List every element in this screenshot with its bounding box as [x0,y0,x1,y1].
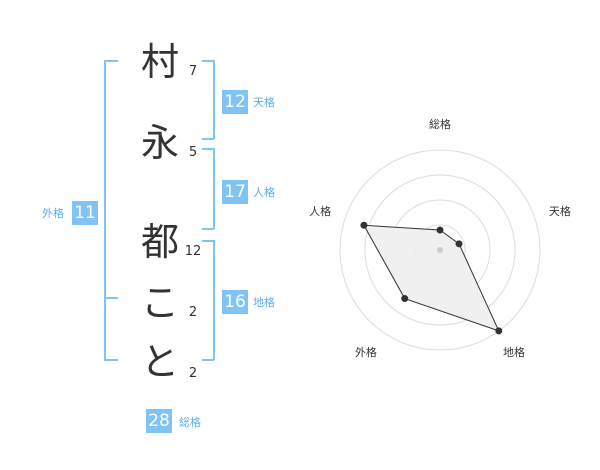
radar-axis-label-4: 外格 [355,345,377,359]
stroke-count-3: 12 [184,244,202,259]
gaikaku-badge: 11 [72,201,98,225]
name-char-2: 永 [140,121,179,165]
name-char-1: 村 [140,40,179,84]
jinkaku-label: 人格 [253,186,275,199]
radar-point-2 [455,240,463,248]
stroke-count-2: 5 [188,145,198,160]
radar-ring-3 [364,174,516,326]
jinkaku-badge: 17 [222,180,248,204]
radar-point-1 [436,226,444,234]
radar-axis-label-3: 地格 [503,345,525,359]
chikaku-badge: 16 [222,290,248,314]
stroke-count-4: 2 [188,305,198,320]
radar-axis-label-5: 人格 [309,204,331,218]
soukaku-badge: 28 [146,409,172,433]
radar-point-4 [401,295,409,303]
radar-axis-label-1: 総格 [429,117,451,131]
radar-center-dot [437,247,443,253]
radar-point-3 [495,327,503,335]
radar-ring-4 [339,149,541,351]
name-char-3: 都 [140,220,179,264]
tenkaku-label: 天格 [253,96,275,109]
soukaku-label: 総格 [179,416,201,429]
name-char-5: と [140,340,179,384]
stroke-count-5: 2 [188,366,198,381]
tenkaku-badge: 12 [222,90,248,114]
radar-axis-label-2: 天格 [549,204,571,218]
name-char-4: こ [140,281,179,325]
radar-point-5 [360,221,368,229]
radar-area [363,224,500,332]
chikaku-label: 地格 [253,296,275,309]
gaikaku-label: 外格 [42,207,64,220]
stroke-count-1: 7 [188,64,198,79]
